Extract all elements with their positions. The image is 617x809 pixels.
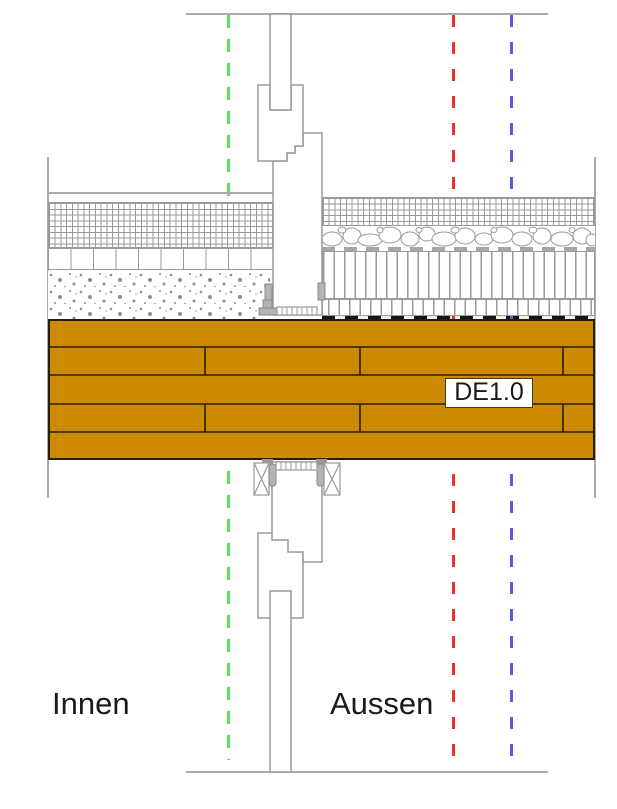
exterior-battens-lower-layer [322,299,595,316]
gravel-stones [321,226,599,247]
upper-ladder-strip [276,306,318,316]
stipple-pattern [48,271,270,319]
interior-insulation-grid-layer [48,202,273,248]
lower-seal-right [316,463,325,487]
interior-screed-stipple-layer [48,271,270,319]
lower-window-glazing [269,590,292,773]
exterior-gravel-layer [321,226,599,247]
exterior-fleece-dashed-line [322,247,595,251]
lower-ladder-strip [275,461,318,471]
exterior-waterproof-membrane-dashed-line [322,315,595,320]
upper-bracket-foot [258,307,278,316]
component-label-box: DE1.0 [445,378,533,408]
outside-caption: Aussen [330,686,434,721]
lower-cap-right [316,459,327,464]
lower-seal-left [268,463,277,487]
top-boundary-line [186,13,548,15]
exterior-battens-upper-layer [322,251,595,299]
bottom-boundary-line [186,771,548,773]
exterior-grating-grid-layer [322,197,595,226]
interior-flooring-top-line [48,192,273,194]
upper-seal-right [317,282,326,301]
upper-window-glazing [269,13,292,111]
upper-seal-left [264,283,273,302]
interior-board-layer [48,248,273,270]
lower-window-frame-post [271,461,323,563]
right-section-cut-line [594,157,596,498]
inside-caption: Innen [52,686,130,721]
lower-cap-left [262,459,273,464]
